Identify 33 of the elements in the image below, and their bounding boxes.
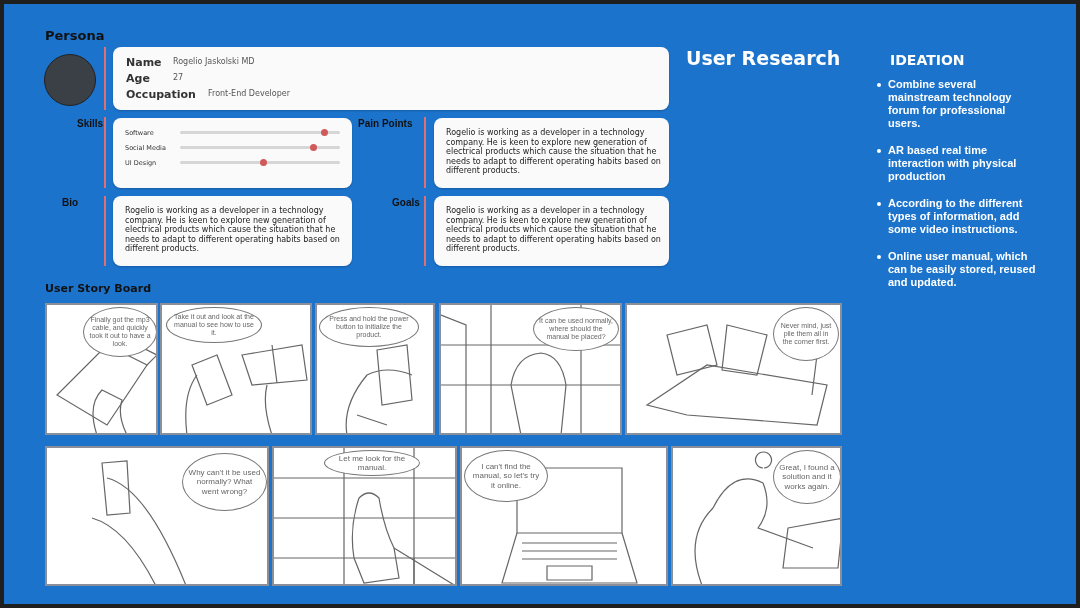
card-heading: Pain Points — [358, 118, 413, 129]
bullet-text: According to the different types of information, add some video instructions. — [888, 197, 1024, 236]
card-heading: Skills — [77, 118, 104, 129]
speech-bubble: Let me look for the manual. — [324, 450, 420, 476]
card-heading: Bio — [62, 197, 79, 208]
field-value: 27 — [173, 73, 184, 82]
storyboard-panel — [671, 446, 842, 586]
storyboard-panel — [315, 303, 435, 435]
storyboard-panel — [160, 303, 312, 435]
description-text: Rogelio is working as a developer in a technology company. He is keen to explore new generation of electrical products which cause the situation that he needs to adapt to different operating habits based on different products. — [446, 128, 661, 176]
section-heading: Persona — [45, 28, 105, 43]
storyboard-panel — [45, 446, 269, 586]
description-text: Rogelio is working as a developer in a technology company. He is keen to explore new generation of electrical products which cause the situation that he needs to adapt to different operating habits based on different products. — [125, 206, 340, 254]
bullet-text: Online user manual, which can be easily stored, reused and updated. — [888, 250, 1037, 289]
card-heading: Goals — [392, 197, 420, 208]
profile-card — [113, 47, 669, 110]
speech-bubble: Why can't it be used normally? What went wrong? — [182, 453, 267, 511]
description-text: Rogelio is working as a developer in a technology company. He is keen to explore new generation of electrical products which cause the situation that he needs to adapt to different operating habits based on different products. — [446, 206, 661, 254]
section-heading: User Story Board — [45, 282, 152, 295]
section-heading: User Research — [686, 47, 841, 69]
section-heading: IDEATION — [890, 52, 965, 68]
speech-bubble: I can't find the manual, so let's try it online. — [464, 450, 548, 502]
storyboard-panel — [625, 303, 842, 435]
storyboard-panel — [45, 303, 158, 435]
storyboard-panel — [460, 446, 668, 586]
bullet-text: AR based real time interaction with physical production — [888, 144, 1018, 183]
bullet-text: Combine several mainstream technology forum for professional users. — [888, 78, 1013, 130]
speech-bubble: Great, I found a solution and it works again. — [773, 450, 840, 504]
field-label: Name — [126, 56, 162, 69]
field-value: Front-End Developer — [208, 89, 290, 98]
field-value: Rogelio Jaskolski MD — [173, 57, 255, 66]
field-label: Age — [126, 72, 150, 85]
field-label: Occupation — [126, 88, 196, 101]
